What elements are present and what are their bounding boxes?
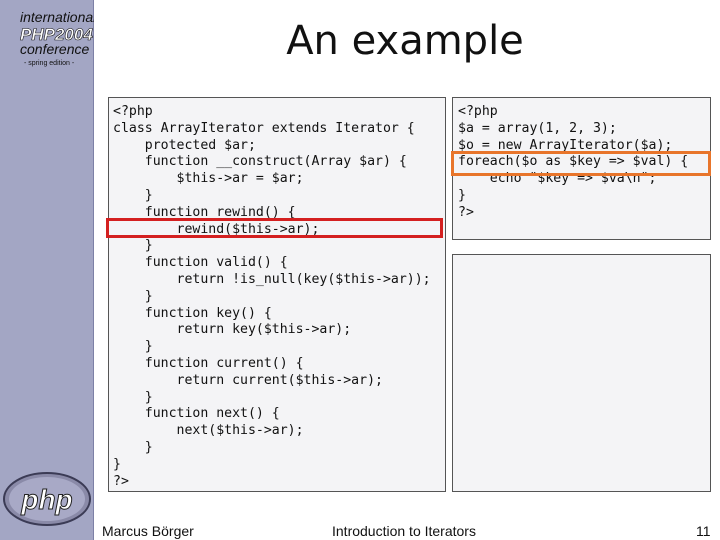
sidebar [0, 0, 93, 540]
php2004-conference-logo: international PHP2004 conference - sprin… [20, 9, 94, 67]
footer-author: Marcus Börger [102, 523, 194, 539]
sidebar-divider [93, 0, 94, 540]
empty-code-box [452, 254, 711, 492]
foreach-highlight [451, 151, 711, 176]
svg-text:PHP2004: PHP2004 [20, 25, 93, 44]
footer-topic: Introduction to Iterators [332, 523, 476, 539]
svg-text:php: php [20, 484, 72, 515]
rewind-highlight [106, 218, 443, 238]
svg-text:international: international [20, 9, 94, 25]
array-iterator-code: <?php class ArrayIterator extends Iterat… [113, 104, 431, 489]
php-logo: php [3, 472, 91, 526]
code-block-left: <?php class ArrayIterator extends Iterat… [108, 97, 446, 492]
footer-page-number: 11 [696, 523, 711, 539]
usage-code: <?php $a = array(1, 2, 3); $o = new Arra… [458, 104, 689, 220]
svg-text:- spring edition -: - spring edition - [24, 60, 75, 67]
slide-title: An example [286, 18, 524, 64]
svg-text:conference: conference [20, 41, 89, 57]
code-block-right: <?php $a = array(1, 2, 3); $o = new Arra… [452, 97, 711, 240]
